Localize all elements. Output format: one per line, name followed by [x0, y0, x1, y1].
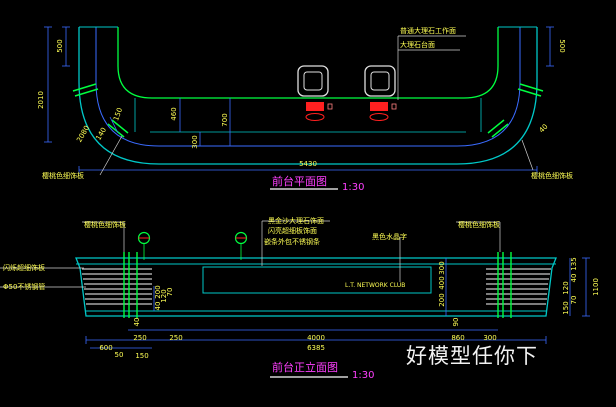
plan-dimension-texts: 5430 2010 500 500 2080 140 150 460 700 3…: [37, 39, 566, 168]
dim-140: 140: [94, 126, 108, 142]
dim-150r: 150: [562, 301, 570, 314]
dim-860: 860: [451, 334, 464, 342]
dim-700: 700: [221, 113, 229, 126]
dim-40: 40: [538, 123, 550, 135]
elev-right-slats: [486, 268, 551, 305]
dim-50: 50: [115, 351, 124, 359]
computer-icon: [369, 102, 397, 121]
dim-left-height: 2010: [37, 91, 45, 109]
dim-200a: 200: [154, 285, 162, 298]
dim-left-top: 500: [56, 39, 64, 52]
dim-300b: 300: [483, 334, 496, 342]
dim-120r: 120: [562, 281, 570, 294]
label-acrylic: 黑色水晶字: [372, 232, 407, 241]
dim-200r: 200: [438, 293, 446, 306]
dim-70a: 70: [166, 288, 174, 297]
elev-sign-panel: [202, 266, 432, 294]
label-right-panel: 樱桃色细饰板: [531, 171, 573, 180]
elev-leader-lines: [0, 220, 501, 288]
elev-dimension-lines: [85, 257, 590, 349]
label-countertop: 大理石台面: [400, 40, 435, 49]
dim-70r: 70: [570, 296, 578, 305]
plan-labels: 普通大理石工作面 大理石台面 樱桃色细饰板 樱桃色细饰板: [42, 26, 573, 180]
elevation-scale: 1:30: [352, 370, 374, 381]
dim-150: 150: [135, 352, 148, 360]
dim-120a: 120: [160, 289, 168, 302]
dim-150: 150: [112, 107, 124, 122]
plan-counter-edge: [95, 27, 521, 147]
plan-outer-outline: [78, 27, 538, 165]
callout-marker-icon: [137, 231, 151, 260]
dim-40b: 40: [154, 302, 162, 311]
elev-labels: 樱桃色细饰板 樱桃色细饰板 黑金沙大理石饰面 闪亮超细板饰面 嵌条外包不锈钢条 …: [3, 216, 500, 291]
dim-overall-width: 5430: [299, 160, 317, 168]
elevation-title: 前台正立面图: [272, 360, 338, 374]
dim-600: 600: [99, 344, 112, 352]
plan-hatch-left: [72, 83, 129, 138]
dim-300: 300: [191, 135, 199, 148]
dim-135: 135: [570, 257, 578, 270]
chair-icon: [364, 65, 396, 97]
label-elev-left-panel: 樱桃色细饰板: [84, 220, 126, 229]
elev-sign-text: L.T. NETWORK CLUB: [345, 282, 405, 289]
computer-icon: [305, 102, 333, 121]
chair-icon: [297, 65, 329, 97]
plan-desk-inner-line: [134, 98, 482, 132]
dim-250a: 250: [133, 334, 146, 342]
dim-250b: 250: [169, 334, 182, 342]
dim-460: 460: [170, 107, 178, 120]
dim-400r: 400: [438, 276, 446, 289]
callout-marker-icon: [234, 231, 248, 260]
label-elev-right-panel: 樱桃色细饰板: [458, 220, 500, 229]
label-left-glass: 闪烁超细饰板: [3, 263, 45, 272]
dim-1100: 1100: [592, 278, 600, 296]
plan-work-surface: [117, 27, 499, 99]
label-workstation: 普通大理石工作面: [400, 26, 456, 35]
dim-90: 90: [452, 318, 460, 327]
dim-4000: 4000: [307, 334, 325, 342]
dim-6385: 6385: [307, 344, 325, 352]
front-desk-elevation: L.T. NETWORK CLUB: [0, 216, 600, 381]
elev-dimension-texts: 6385 4000 250 250 860 300 600 50 150 110…: [99, 257, 600, 360]
plan-hatch-right: [487, 83, 544, 138]
plan-scale: 1:30: [342, 182, 364, 193]
dim-40r: 40: [570, 274, 578, 283]
label-left-panel: 樱桃色细饰板: [42, 171, 84, 180]
plan-title: 前台平面图: [272, 174, 327, 188]
label-steel-tube: Φ50不锈钢管: [3, 282, 45, 291]
dim-300r: 300: [438, 261, 446, 274]
elev-left-slats: [82, 268, 152, 305]
elev-posts: [123, 252, 512, 318]
label-steel-trim: 嵌条外包不锈钢条: [264, 237, 320, 246]
plan-dimension-lines: [44, 26, 554, 174]
dim-right-top: 500: [558, 39, 566, 52]
watermark-text: 好模型任你下: [406, 344, 538, 368]
front-desk-plan: 5430 2010 500 500 2080 140 150 460 700 3…: [37, 26, 573, 193]
label-gold-marble: 黑金沙大理石饰面: [268, 216, 324, 225]
label-glass-lamp: 闪亮超细板饰面: [268, 226, 317, 235]
dim-40c: 40: [133, 318, 141, 327]
plan-leader-lines: [99, 35, 534, 176]
dim-radius: 2080: [75, 124, 91, 143]
